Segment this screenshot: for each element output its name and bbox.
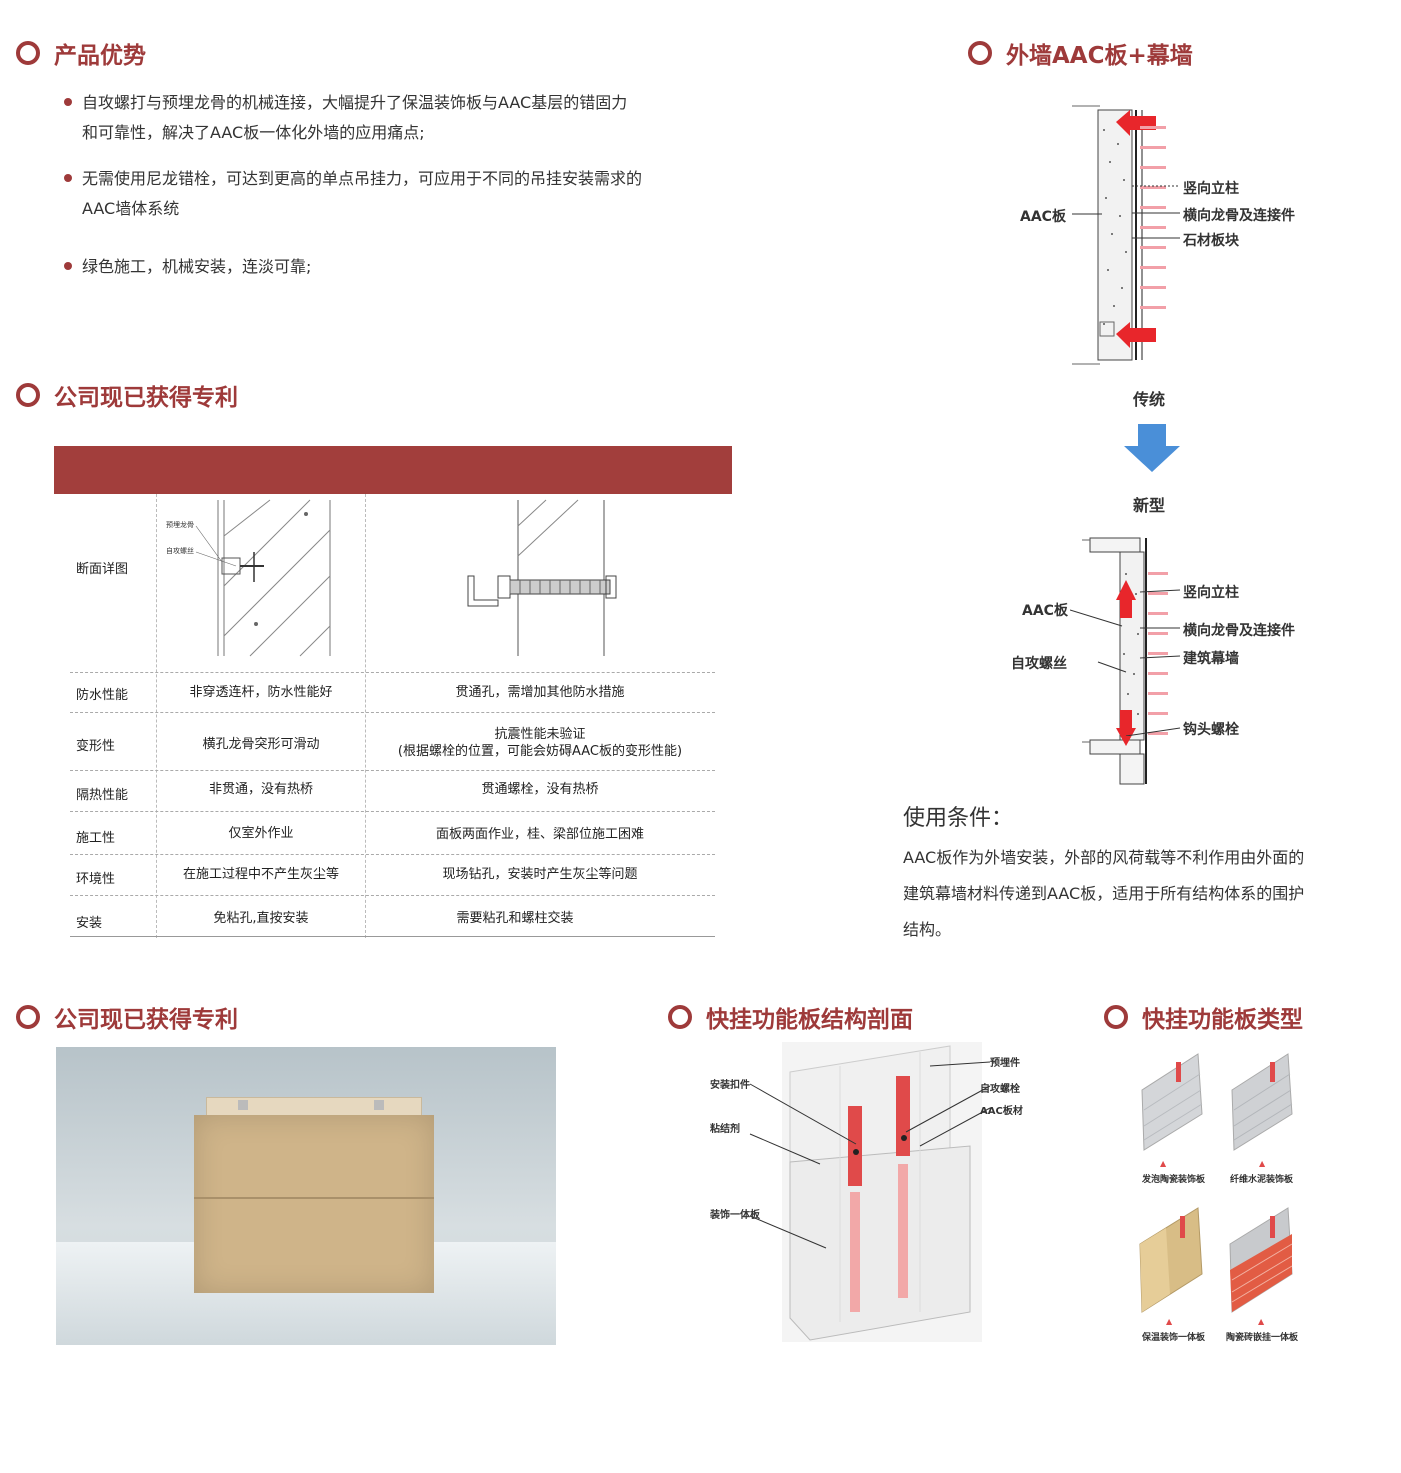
row-label: 隔热性能 bbox=[76, 788, 129, 803]
new-label-column: 竖向立柱 bbox=[1183, 585, 1239, 601]
ring-bullet-icon bbox=[1104, 1005, 1128, 1029]
drawing-label-screw: 自攻螺丝 bbox=[166, 547, 194, 555]
pink-bars bbox=[1148, 572, 1168, 735]
row-cell-traditional: 贯通孔，需增加其他防水措施 bbox=[455, 685, 625, 700]
drawing-label-embed: 预埋龙骨 bbox=[166, 521, 194, 529]
trad-label-column: 竖向立柱 bbox=[1183, 181, 1239, 197]
row-cell-new: 横孔龙骨突形可滑动 bbox=[202, 737, 320, 752]
traditional-wall-diagram bbox=[1072, 105, 1143, 365]
type-label-1: 发泡陶瓷装饰板 bbox=[1142, 1175, 1206, 1185]
row-cell-new: 免粘孔,直按安装 bbox=[213, 911, 309, 926]
type-label-3: 保温装饰一体板 bbox=[1142, 1333, 1206, 1343]
trad-label-keel: 横向龙骨及连接件 bbox=[1183, 208, 1295, 224]
table-divider bbox=[156, 494, 157, 938]
section-drawing-traditional bbox=[467, 499, 617, 656]
usage-title: 使用条件： bbox=[903, 806, 1014, 831]
row-cell-new: 非贯通，没有热桥 bbox=[208, 782, 313, 797]
new-caption: 新型 bbox=[1133, 496, 1166, 515]
row-cell-new: 仅室外作业 bbox=[228, 826, 294, 841]
row-label: 变形性 bbox=[76, 739, 116, 754]
down-arrow-icon bbox=[1124, 424, 1180, 472]
structure-label-clip: 安装扣件 bbox=[710, 1080, 750, 1091]
trad-label-aac: AAC板 bbox=[1020, 209, 1066, 225]
section-drawing-new bbox=[195, 499, 331, 657]
type-image-ceramic-brick bbox=[1229, 1207, 1293, 1313]
new-wall-diagram bbox=[1082, 537, 1147, 785]
structure-title: 快挂功能板结构剖面 bbox=[706, 1007, 913, 1033]
advantages-title: 产品优势 bbox=[54, 43, 146, 69]
advantage-item-2: 无需使用尼龙错栓，可达到更高的单点吊挂力，可应用于不同的吊挂安装需求的AAC墙体… bbox=[62, 164, 642, 224]
traditional-caption: 传统 bbox=[1133, 390, 1166, 409]
ring-bullet-icon bbox=[16, 383, 40, 407]
row-cell-new: 非穿透连杆，防水性能好 bbox=[189, 685, 333, 700]
wall-heading: 外墙AAC板+幕墙 bbox=[968, 36, 1193, 70]
row-cell-traditional: 现场钻孔，安装时产生灰尘等问题 bbox=[442, 867, 638, 882]
patents2-title: 公司现已获得专利 bbox=[54, 1007, 238, 1033]
triangle-marker-icon: ▲ bbox=[1160, 1159, 1167, 1168]
type-image-fiber-cement bbox=[1231, 1053, 1293, 1151]
row-cell-traditional: 需要粘孔和螺柱交装 bbox=[456, 911, 574, 926]
trad-label-stone: 石材板块 bbox=[1183, 233, 1239, 249]
structure-label-glue: 粘结剂 bbox=[710, 1124, 740, 1135]
advantage-item-3: 绿色施工，机械安装，连淡可靠; bbox=[62, 252, 642, 282]
ring-bullet-icon bbox=[16, 41, 40, 65]
ring-bullet-icon bbox=[968, 41, 992, 65]
new-label-aac: AAC板 bbox=[1022, 603, 1068, 619]
row-label: 安装 bbox=[76, 916, 103, 931]
advantages-list: 自攻螺打与预埋龙骨的机械连接，大幅提升了保温装饰板与AAC基层的错固力和可靠性，… bbox=[62, 88, 642, 282]
new-leaders bbox=[1070, 589, 1181, 736]
new-label-curtain: 建筑幕墙 bbox=[1183, 651, 1239, 667]
types-heading: 快挂功能板类型 bbox=[1104, 1000, 1303, 1034]
traditional-arrows bbox=[1116, 110, 1156, 348]
new-label-keel: 横向龙骨及连接件 bbox=[1183, 623, 1295, 639]
new-label-hook: 钩头螺栓 bbox=[1183, 722, 1239, 738]
structure-label-embed: 预埋件 bbox=[990, 1058, 1020, 1069]
structure-diagram bbox=[749, 1042, 991, 1342]
product-panel bbox=[194, 1115, 434, 1293]
structure-label-aac: AAC板材 bbox=[980, 1106, 1023, 1117]
type-image-insulation-decor bbox=[1139, 1207, 1203, 1313]
wall-title: 外墙AAC板+幕墙 bbox=[1006, 43, 1193, 69]
new-label-screw: 自攻螺丝 bbox=[1011, 656, 1067, 672]
product-photo bbox=[56, 1047, 556, 1345]
structure-heading: 快挂功能板结构剖面 bbox=[668, 1000, 913, 1034]
triangle-marker-icon: ▲ bbox=[1166, 1317, 1173, 1326]
type-image-foam-ceramic bbox=[1141, 1053, 1203, 1151]
patents2-heading: 公司现已获得专利 bbox=[16, 1000, 238, 1034]
usage-text: AAC板作为外墙安装，外部的风荷载等不利作用由外面的建筑幕墙材料传递到AAC板，… bbox=[903, 848, 1305, 939]
patents-title: 公司现已获得专利 bbox=[54, 385, 238, 411]
structure-label-screw: 自攻螺栓 bbox=[980, 1084, 1020, 1095]
triangle-marker-icon: ▲ bbox=[1258, 1317, 1265, 1326]
table-header-bar bbox=[54, 446, 732, 494]
type-label-4: 陶瓷砖嵌挂一体板 bbox=[1226, 1333, 1299, 1343]
advantage-item-1: 自攻螺打与预埋龙骨的机械连接，大幅提升了保温装饰板与AAC基层的错固力和可靠性，… bbox=[62, 88, 642, 148]
type-label-2: 纤维水泥装饰板 bbox=[1230, 1175, 1294, 1185]
patents-heading: 公司现已获得专利 bbox=[16, 378, 238, 412]
row-label: 施工性 bbox=[76, 831, 116, 846]
section-detail-label: 断面详图 bbox=[76, 562, 129, 577]
row-cell-traditional: 抗震性能未验证 (根据螺栓的位置，可能会妨碍AAC板的变形性能) bbox=[397, 727, 683, 759]
triangle-marker-icon: ▲ bbox=[1259, 1159, 1266, 1168]
row-cell-traditional: 面板两面作业，桂、梁部位施工困难 bbox=[435, 827, 644, 842]
ring-bullet-icon bbox=[16, 1005, 40, 1029]
row-cell-new: 在施工过程中不产生灰尘等 bbox=[182, 867, 339, 882]
advantages-heading: 产品优势 bbox=[16, 36, 146, 70]
traditional-leaders bbox=[1072, 185, 1180, 239]
row-cell-traditional: 贯通螺栓，没有热桥 bbox=[481, 782, 599, 797]
pink-bars bbox=[1140, 126, 1166, 309]
ring-bullet-icon bbox=[668, 1005, 692, 1029]
table-divider bbox=[365, 494, 366, 938]
row-label: 环境性 bbox=[76, 872, 116, 887]
row-label: 防水性能 bbox=[76, 688, 129, 703]
types-title: 快挂功能板类型 bbox=[1142, 1007, 1303, 1033]
structure-label-panel: 装饰一体板 bbox=[710, 1210, 760, 1221]
